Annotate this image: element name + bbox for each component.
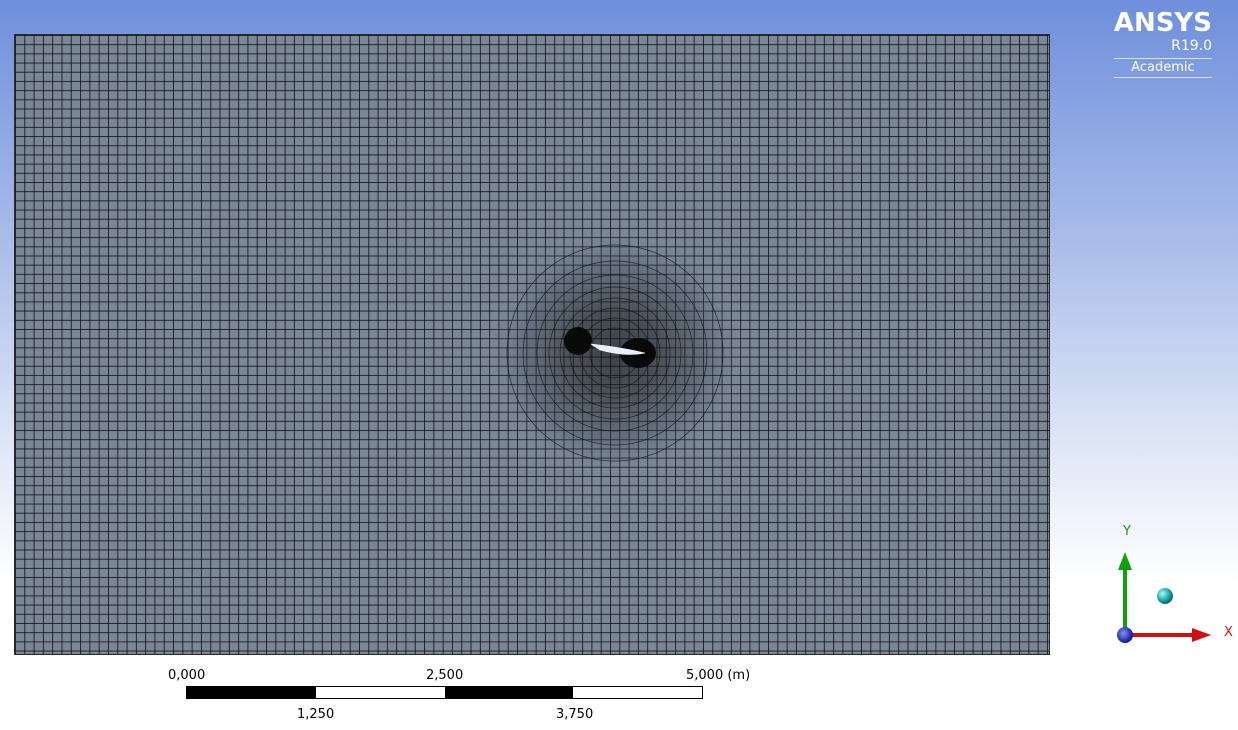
logo-edition: Academic: [1113, 58, 1212, 78]
scale-segment-4: [573, 687, 702, 698]
z-axis-ball: [1117, 627, 1133, 643]
mesh-refinement-overlay: [485, 228, 745, 478]
triad-graphic: [1117, 552, 1211, 643]
mesh-view[interactable]: [14, 34, 1050, 655]
scale-label-1250: 1,250: [297, 707, 335, 722]
scale-label-0: 0,000: [168, 668, 206, 683]
y-axis-label: Y: [1123, 524, 1131, 539]
axis-triad[interactable]: Y X: [1100, 520, 1238, 650]
scale-bar: [186, 686, 703, 699]
logo-version: R19.0: [1171, 38, 1212, 54]
x-axis-arrow: [1192, 628, 1211, 642]
scale-segment-1: [187, 687, 316, 698]
airfoil-shape: [590, 343, 646, 355]
leading-edge-cluster: [564, 327, 592, 355]
logo-brand: ANSYS: [1113, 8, 1212, 38]
iso-view-ball: [1157, 588, 1173, 604]
radial-mesh-lines: [506, 244, 724, 462]
scale-label-3750: 3,750: [556, 707, 594, 722]
scale-segment-3: [444, 687, 574, 698]
scale-segment-2: [315, 687, 445, 698]
x-axis-label: X: [1224, 625, 1233, 640]
scale-label-2500: 2,500: [426, 668, 464, 683]
ansys-logo: ANSYS R19.0 Academic: [1113, 8, 1212, 78]
y-axis-arrow: [1118, 552, 1132, 570]
scale-label-5000: 5,000 (m): [686, 668, 751, 683]
